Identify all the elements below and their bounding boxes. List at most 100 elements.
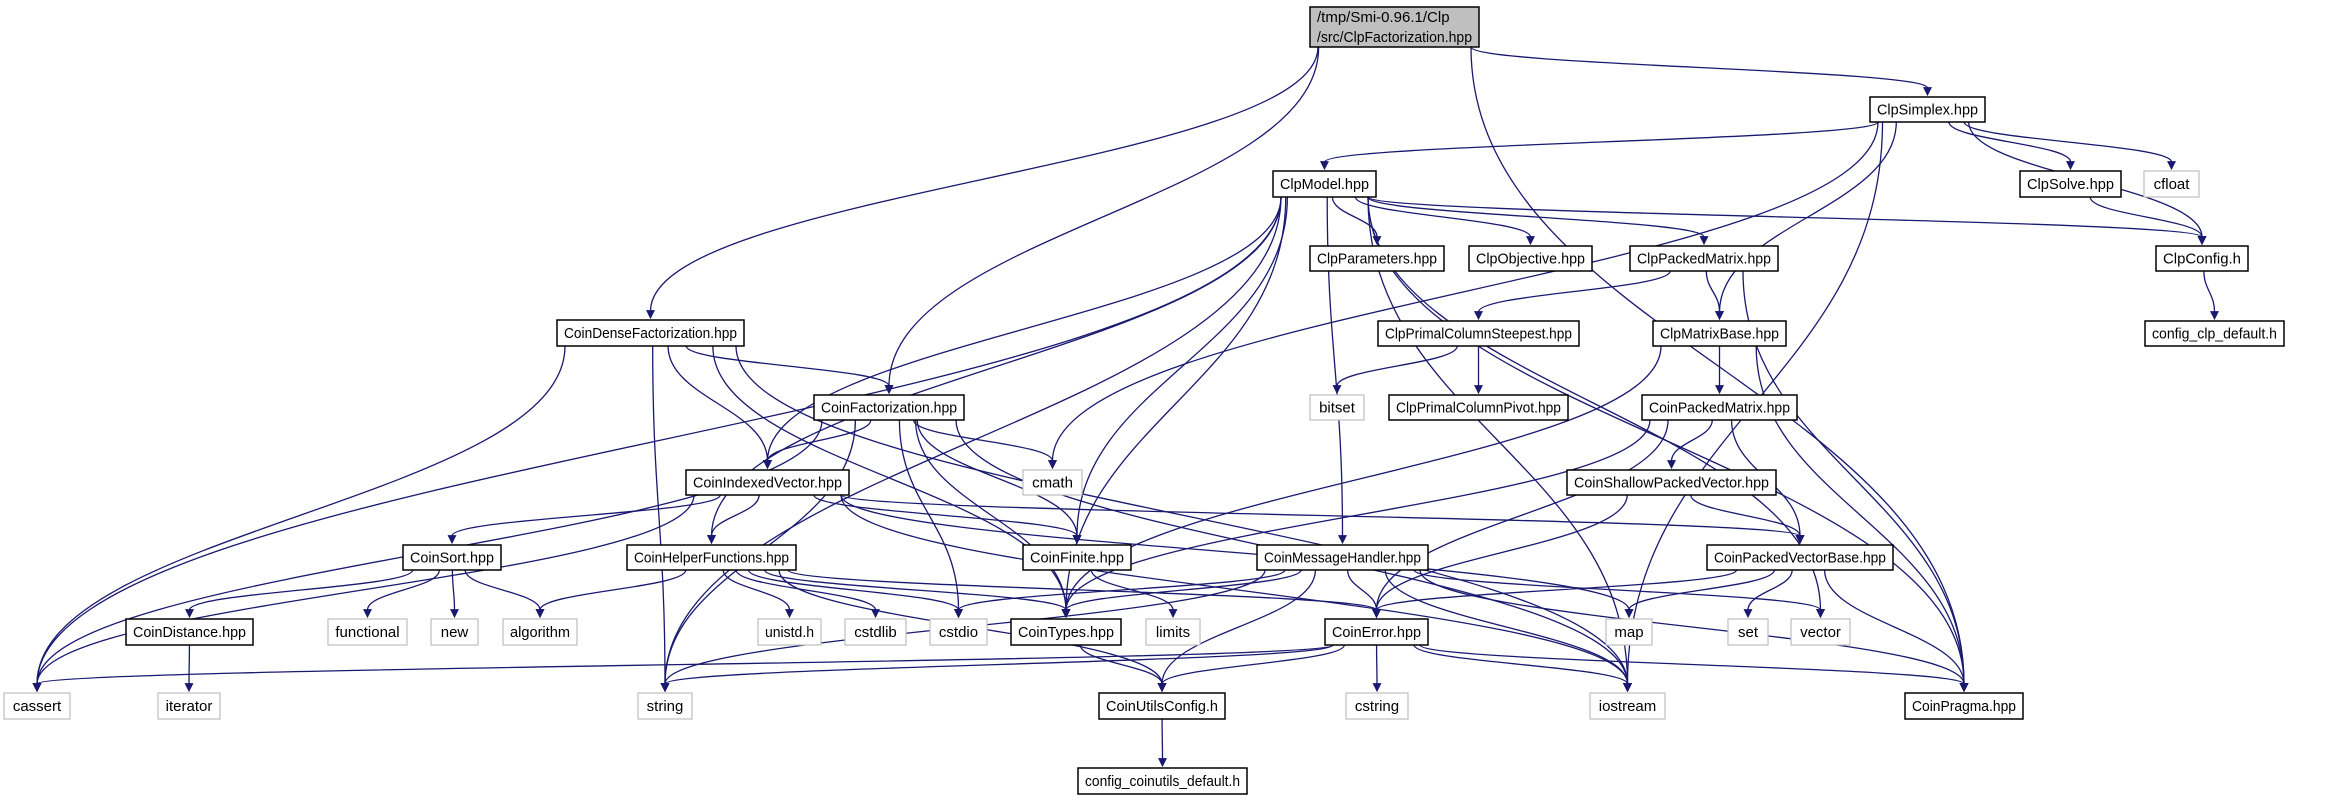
node-box [1377,320,1580,347]
edge-coin-packed-matrix-to-coin-types [1061,419,1651,619]
edge-coin-packed-vector-base-to-map [1624,569,1775,619]
node-box [2144,320,2285,347]
node-iostream: iostream [1589,692,1666,720]
node-clp-packed-matrix[interactable]: ClpPackedMatrix.hpp [1629,245,1779,272]
node-vector: vector [1790,618,1851,646]
edge-coin-helper-functions-to-coin-types [764,569,1071,619]
node-box [929,618,988,646]
node-label: CoinMessageHandler.hpp [1264,550,1421,567]
node-label: ClpObjective.hpp [1476,251,1585,268]
node-box [1706,544,1894,571]
node-label: string [647,698,684,715]
node-label: ClpPackedMatrix.hpp [1637,251,1771,268]
edge-clp-model-to-iostream [1367,196,1632,693]
node-root[interactable]: /tmp/Smi-0.96.1/Clp/src/ClpFactorization… [1309,6,1480,48]
node-box [1256,544,1429,571]
edge-coin-message-handler-to-cstdio [954,569,1286,619]
node-coin-shallow-packed-vector[interactable]: CoinShallowPackedVector.hpp [1566,469,1777,496]
edge-coin-message-handler-to-coin-types [1061,569,1302,619]
edge-coin-error-to-coin-utils-config [1157,644,1345,693]
node-label: limits [1156,624,1190,641]
node-label: ClpParameters.hpp [1317,251,1437,268]
node-coin-pragma[interactable]: CoinPragma.hpp [1904,692,2024,720]
node-config-coinutils-default[interactable]: config_coinutils_default.h [1077,767,1248,795]
node-coin-indexed-vector[interactable]: CoinIndexedVector.hpp [685,469,850,496]
node-label: new [441,624,469,641]
node-cstdio: cstdio [929,618,988,646]
node-clp-config[interactable]: ClpConfig.h [2155,245,2249,272]
node-label: cstring [1355,698,1399,715]
edge-coin-helper-functions-to-unistd [722,569,794,619]
edge-clp-model-to-string [660,196,1282,693]
node-box [1309,394,1365,421]
edge-coin-message-handler-to-vector [1413,569,1825,619]
node-cassert: cassert [3,692,71,720]
edge-coin-indexed-vector-to-coin-helper-functions [707,494,760,545]
edge-clp-model-to-cassert [32,196,1282,693]
node-coin-error[interactable]: CoinError.hpp [1324,618,1429,646]
node-clp-parameters[interactable]: ClpParameters.hpp [1309,245,1445,272]
node-map: map [1605,618,1653,646]
node-coin-factorization[interactable]: CoinFactorization.hpp [813,394,965,421]
node-cfloat: cfloat [2143,170,2200,198]
edge-clp-model-to-clp-parameters [1331,196,1382,246]
node-coin-utils-config[interactable]: CoinUtilsConfig.h [1098,692,1226,720]
node-box [1324,618,1429,646]
node-box [1345,692,1409,720]
edge-coin-indexed-vector-to-map [840,494,1634,619]
node-clp-primal-column-pivot[interactable]: ClpPrimalColumnPivot.hpp [1388,394,1569,421]
node-coin-helper-functions[interactable]: CoinHelperFunctions.hpp [626,544,797,571]
node-coin-types[interactable]: CoinTypes.hpp [1010,618,1122,646]
node-coin-message-handler[interactable]: CoinMessageHandler.hpp [1256,544,1429,571]
node-box [1727,618,1769,646]
edge-root-to-coin-pragma [1470,46,1969,693]
edge-clp-simplex-to-cmath [1048,121,1879,470]
node-coin-packed-matrix[interactable]: CoinPackedMatrix.hpp [1641,394,1798,421]
edge-clp-packed-matrix-to-clp-primal-column-steepest [1474,270,1671,321]
node-new: new [430,618,479,646]
node-box [844,618,907,646]
edge-coin-dense-factorization-to-cassert [32,345,566,693]
node-box [556,319,745,347]
edge-clp-config-to-config-clp-default [2203,270,2219,321]
edge-coin-packed-vector-base-to-coin-error [1372,569,1738,619]
node-coin-finite[interactable]: CoinFinite.hpp [1022,544,1132,571]
node-coin-dense-factorization[interactable]: CoinDenseFactorization.hpp [556,319,745,347]
edge-coin-message-handler-to-coin-error [1346,569,1381,619]
node-clp-primal-column-steepest[interactable]: ClpPrimalColumnSteepest.hpp [1377,320,1580,347]
node-coin-distance[interactable]: CoinDistance.hpp [125,618,254,646]
node-label: CoinPackedMatrix.hpp [1649,400,1790,417]
edge-coin-sort-to-new [449,569,459,619]
node-clp-solve[interactable]: ClpSolve.hpp [2019,170,2122,198]
node-label: functional [335,624,399,641]
node-box [1468,245,1593,272]
node-box [502,618,578,646]
node-label: ClpSolve.hpp [2027,176,2114,193]
node-label: cfloat [2154,176,2191,193]
edge-coin-sort-to-coin-distance [185,569,414,619]
edge-coin-packed-vector-base-to-coin-pragma [1823,569,1969,693]
edge-coin-types-to-coin-utils-config [1079,644,1167,693]
node-coin-packed-vector-base[interactable]: CoinPackedVectorBase.hpp [1706,544,1894,571]
edge-coin-packed-vector-base-to-set [1743,569,1793,619]
node-clp-objective[interactable]: ClpObjective.hpp [1468,245,1593,272]
node-label: bitset [1319,400,1356,417]
edge-coin-sort-to-functional [363,569,440,619]
node-clp-simplex[interactable]: ClpSimplex.hpp [1869,96,1986,123]
node-coin-sort[interactable]: CoinSort.hpp [402,544,502,571]
node-box [430,618,479,646]
node-clp-model[interactable]: ClpModel.hpp [1272,170,1377,198]
node-box [125,618,254,646]
node-label: iterator [166,698,213,715]
node-label: map [1614,624,1643,641]
node-box [327,618,408,646]
node-cmath: cmath [1022,469,1083,496]
node-label: ClpModel.hpp [1280,176,1369,193]
edge-coin-indexed-vector-to-coin-finite [813,494,1082,545]
node-clp-matrix-base[interactable]: ClpMatrixBase.hpp [1652,320,1787,347]
edge-coin-factorization-to-coin-types [914,419,1071,619]
node-config-clp-default[interactable]: config_clp_default.h [2144,320,2285,347]
edge-coin-sort-to-algorithm [464,569,545,619]
node-label: ClpPrimalColumnSteepest.hpp [1385,326,1572,343]
